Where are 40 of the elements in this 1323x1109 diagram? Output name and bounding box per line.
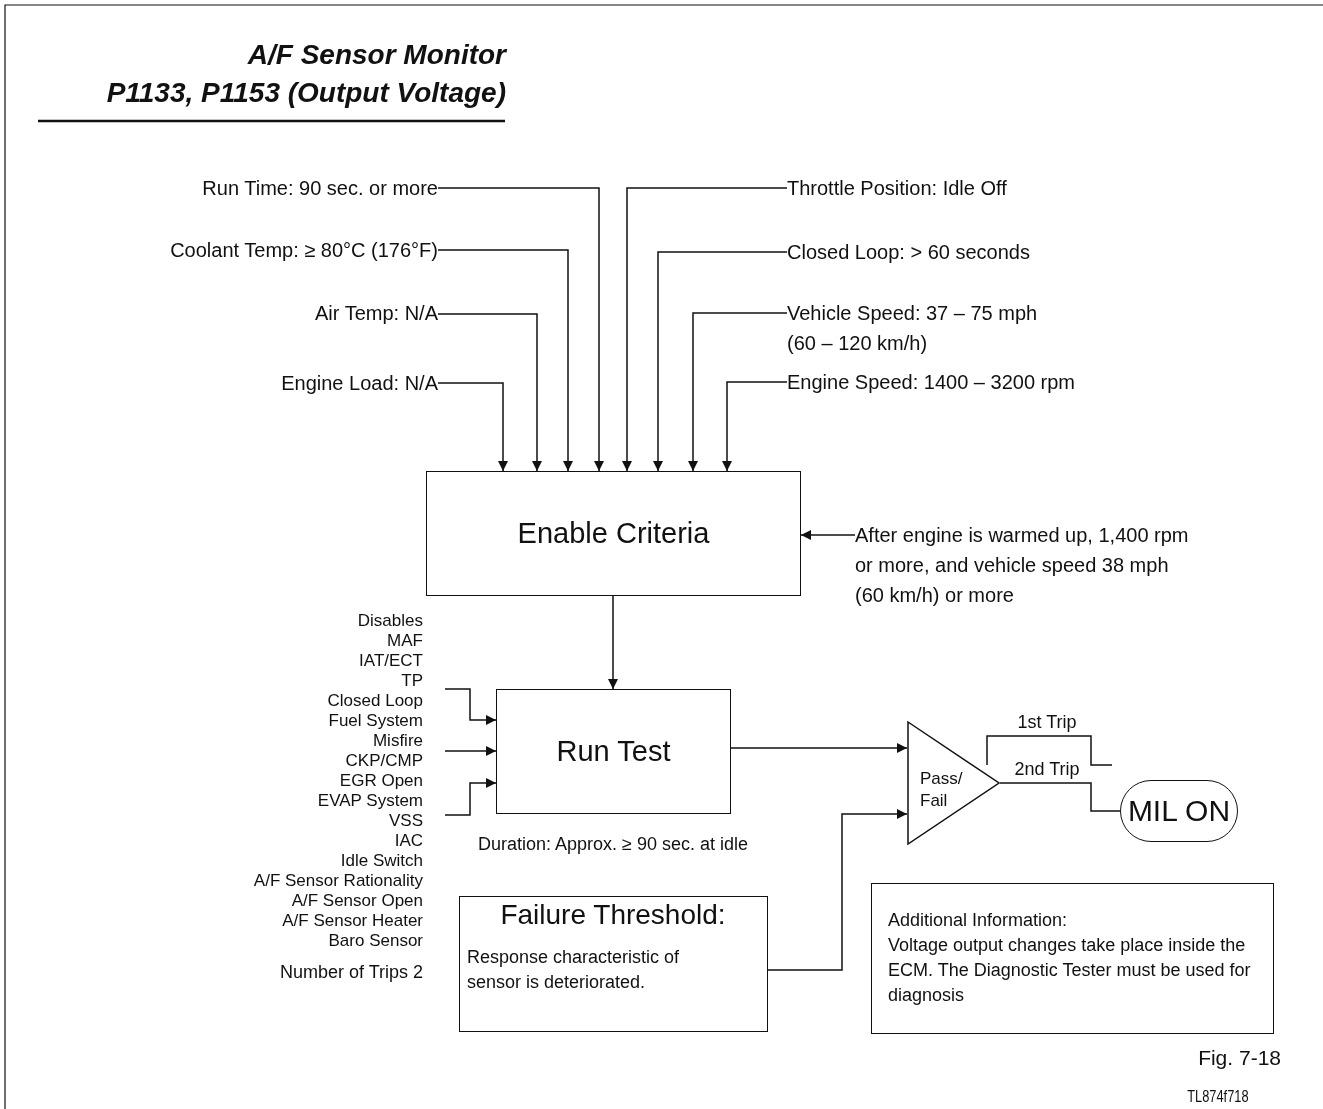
disable-item: Disables [357, 611, 423, 631]
disable-item: VSS [388, 811, 423, 831]
condition-text: Vehicle Speed: 37 – 75 mph (60 – 120 km/h) [787, 298, 1052, 358]
box-heading: Additional Information: [888, 909, 1069, 932]
info-box [871, 883, 1274, 1034]
disable-item: TP [401, 671, 423, 691]
disable-item: IAT/ECT [359, 651, 423, 671]
disable-item: A/F Sensor Open [291, 891, 423, 911]
box-heading: Failure Threshold: [499, 898, 727, 932]
reference-code: TL874f718 [1187, 1087, 1249, 1107]
condition-text: Throttle Position: Idle Off [787, 173, 1007, 203]
disable-item: Idle Switch [340, 851, 423, 871]
process-box: Run Test [496, 689, 731, 814]
disable-item: Fuel System [328, 711, 423, 731]
box-body: Voltage output changes take place inside the ECM. The Diagnostic Tester must be used for diagnosis [888, 934, 1252, 1007]
figure-number: Fig. 7-18 [1198, 1045, 1281, 1071]
disable-item: IAC [394, 831, 423, 851]
disable-item: MAF [387, 631, 423, 651]
threshold-box [459, 896, 768, 1032]
condition-text: Run Time: 90 sec. or more [202, 173, 438, 203]
condition-text: Air Temp: N/A [315, 298, 438, 328]
trip-count: Number of Trips 2 [279, 961, 423, 984]
disable-item: CKP/CMP [345, 751, 423, 771]
disable-item: A/F Sensor Rationality [253, 871, 423, 891]
box-body: Response characteristic of sensor is deteriorated. [467, 946, 681, 994]
disable-item: Closed Loop [327, 691, 423, 711]
disable-item: A/F Sensor Heater [282, 911, 423, 931]
process-box: Enable Criteria [426, 471, 801, 596]
disable-item: EVAP System [317, 791, 423, 811]
disable-item: Baro Sensor [328, 931, 423, 951]
title: A/F Sensor Monitor P1133, P1153 (Output Voltage) [105, 38, 506, 110]
duration-note: Duration: Approx. ≥ 90 sec. at idle [477, 833, 749, 856]
condition-text: Coolant Temp: ≥ 80°C (176°F) [170, 235, 438, 265]
condition-text: Engine Load: N/A [281, 368, 438, 398]
condition-text: Engine Speed: 1400 – 3200 rpm [787, 367, 1075, 397]
condition-text: Closed Loop: > 60 seconds [787, 237, 1030, 267]
node-label: Pass/ Fail [920, 768, 964, 812]
disable-item: Misfire [372, 731, 423, 751]
condition-text: After engine is warmed up, 1,400 rpm or more, and vehicle speed 38 mph (60 km/h) or more [855, 520, 1195, 610]
disable-item: EGR Open [339, 771, 423, 791]
